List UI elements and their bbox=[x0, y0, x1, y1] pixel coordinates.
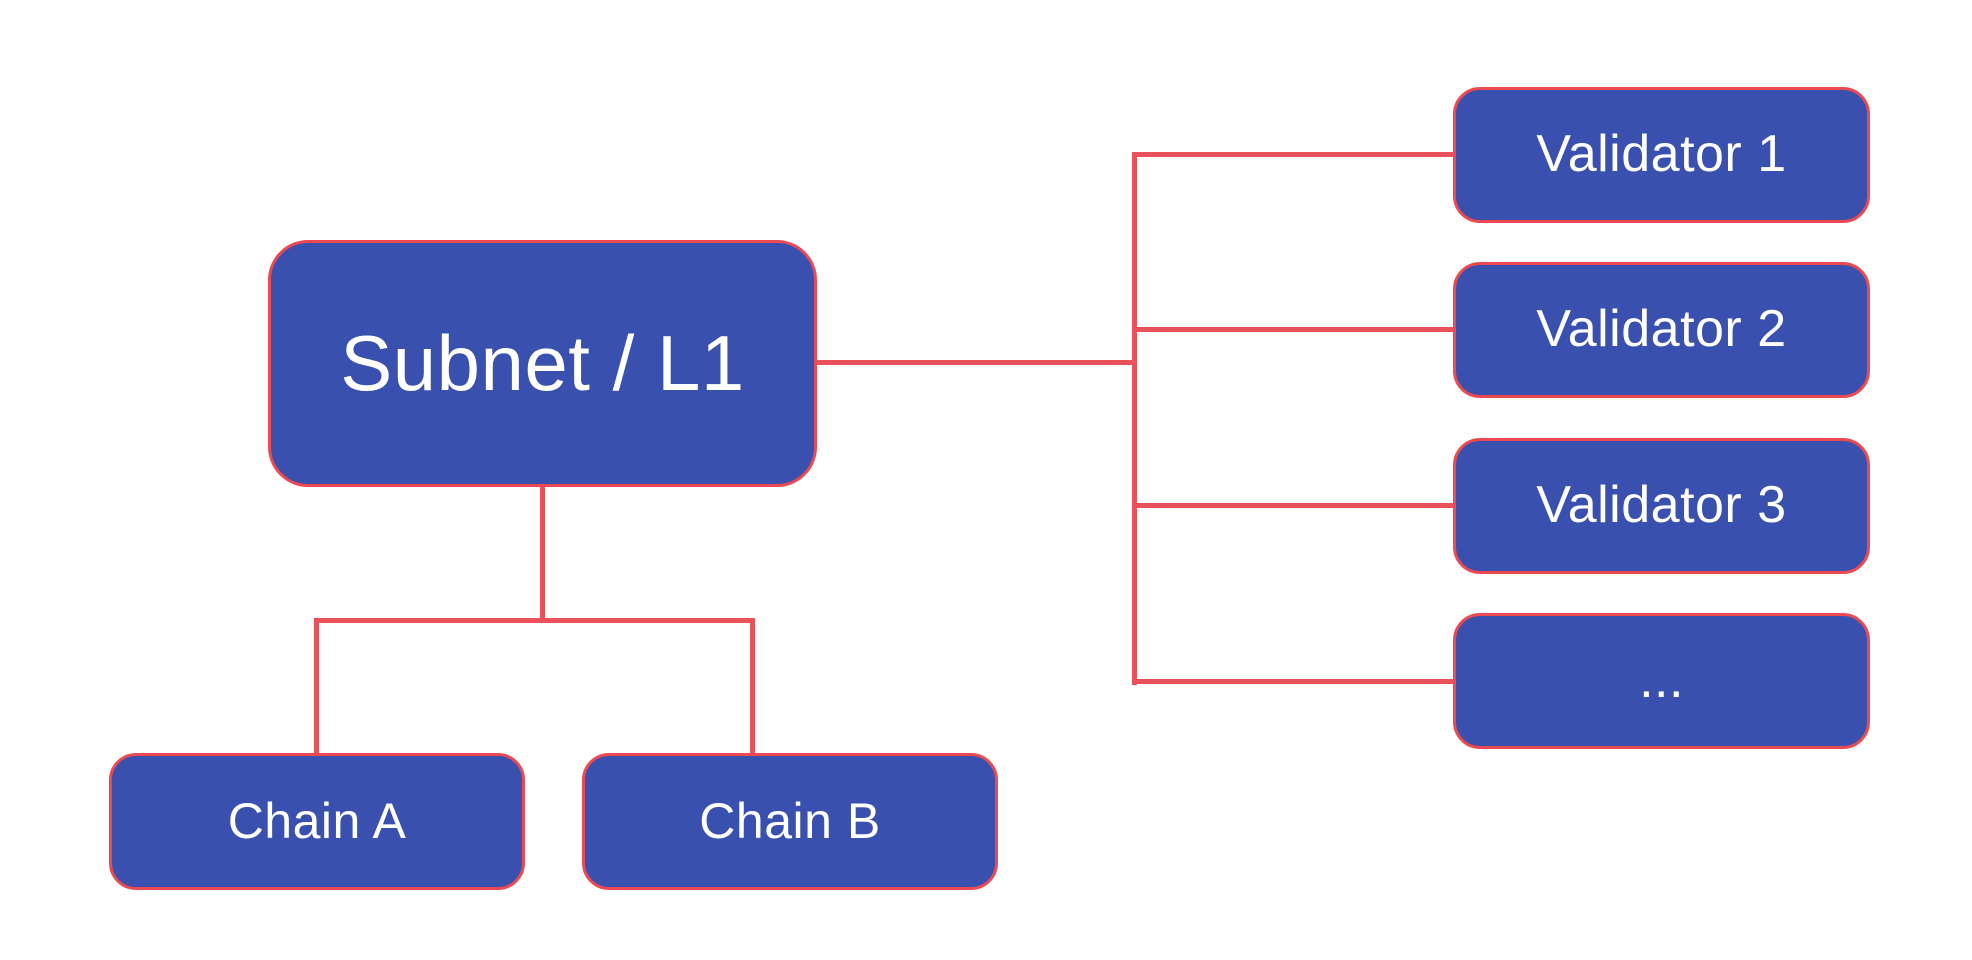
connector-drop-chain-a bbox=[314, 618, 319, 753]
connector-drop-chain-b bbox=[750, 618, 755, 753]
connector-branch-validator-1 bbox=[1134, 152, 1453, 157]
node-chain-a: Chain A bbox=[109, 753, 525, 890]
connector-branch-validator-2 bbox=[1134, 327, 1453, 332]
node-subnet-l1-label: Subnet / L1 bbox=[340, 318, 745, 407]
node-subnet-l1: Subnet / L1 bbox=[268, 240, 817, 487]
node-validator-ellipsis-label: ... bbox=[1639, 651, 1684, 710]
node-chain-a-label: Chain A bbox=[227, 793, 407, 849]
node-validator-1-label: Validator 1 bbox=[1536, 125, 1787, 184]
connector-subnet-to-validators bbox=[814, 360, 1137, 365]
node-validator-3: Validator 3 bbox=[1453, 438, 1870, 574]
node-validator-1: Validator 1 bbox=[1453, 87, 1870, 223]
connector-validator-trunk bbox=[1132, 152, 1137, 685]
node-validator-ellipsis: ... bbox=[1453, 613, 1870, 749]
node-chain-b: Chain B bbox=[582, 753, 998, 890]
node-validator-3-label: Validator 3 bbox=[1536, 476, 1787, 535]
connector-branch-validator-3 bbox=[1134, 503, 1453, 508]
connector-subnet-to-chains bbox=[540, 486, 545, 623]
connector-branch-validator-more bbox=[1134, 679, 1453, 684]
node-validator-2-label: Validator 2 bbox=[1536, 300, 1787, 359]
node-validator-2: Validator 2 bbox=[1453, 262, 1870, 398]
node-chain-b-label: Chain B bbox=[699, 793, 881, 849]
connector-chain-crossbar bbox=[314, 618, 755, 623]
